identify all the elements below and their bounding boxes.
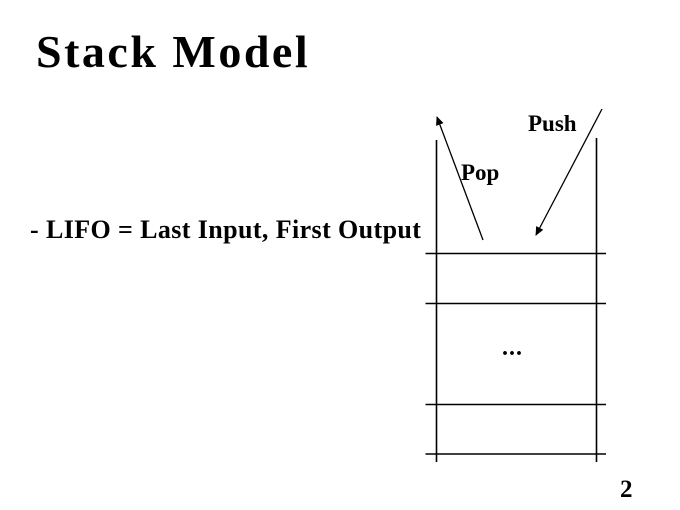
pop-arrow [436,116,484,241]
push-arrow [535,108,603,236]
slide-title: Stack Model [36,26,311,77]
stack-ellipsis: ... [502,335,523,361]
push-label: Push [528,111,577,136]
lifo-bullet-text: - LIFO = Last Input, First Output [30,215,422,244]
pop-label: Pop [461,160,500,185]
page-number: 2 [620,476,633,503]
